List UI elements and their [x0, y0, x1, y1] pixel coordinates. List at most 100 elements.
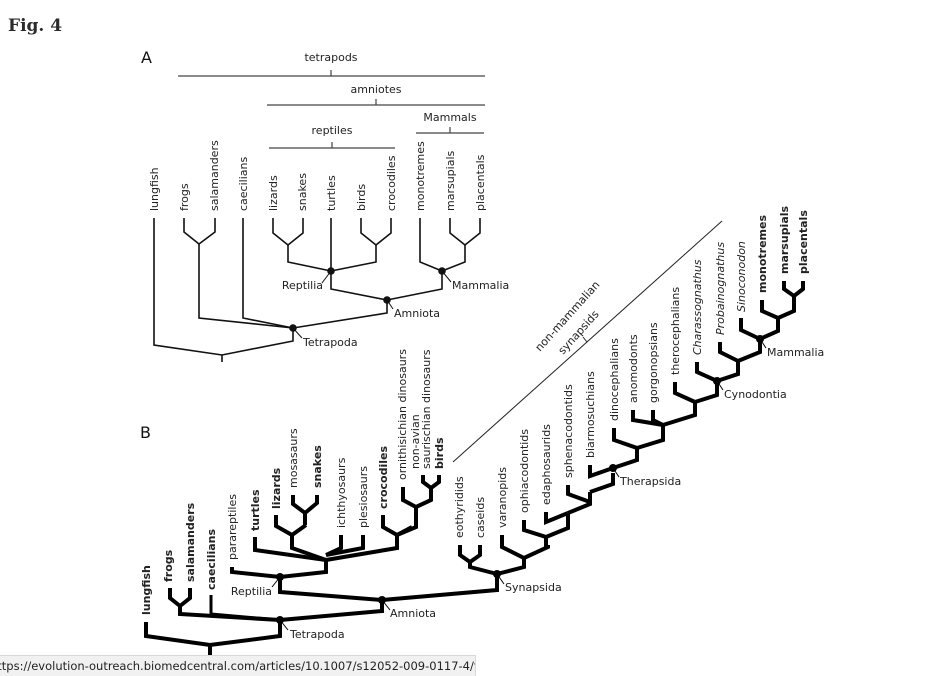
taxon-label-b: biarmosuchians — [584, 371, 597, 458]
taxon-label-b: snakes — [311, 445, 324, 488]
edge-frogs-salamanders-b — [168, 588, 192, 609]
taxon-label-b: caecilians — [205, 529, 218, 590]
edge-sphenacodontia-b — [567, 492, 592, 515]
bracket-tetrapods-label: tetrapods — [304, 51, 357, 64]
taxon-label-b: Sinoconodon — [735, 241, 748, 312]
edge-reptilia — [330, 271, 388, 301]
node-therapsida-b-leader — [612, 467, 620, 478]
edge-marsupials-placentals-b — [782, 281, 805, 299]
edge-caecilians — [242, 218, 294, 329]
edge-ophiacodontids-b — [522, 520, 548, 547]
taxon-label-a: frogs — [178, 183, 191, 211]
node-mammalia-b-label: Mammalia — [767, 346, 824, 359]
bracket-mammals-label: Mammals — [423, 111, 476, 124]
taxon-label-b: frogs — [162, 549, 175, 582]
taxon-label-b: lungfish — [140, 565, 153, 615]
node-cynodontia-b-leader — [716, 380, 724, 391]
edge-sinoconodon-b — [739, 318, 761, 341]
node-reptilia-b-label: Reptilia — [231, 585, 272, 598]
node-tetrapoda-label: Tetrapoda — [302, 336, 358, 349]
taxon-label-a: lizards — [267, 175, 280, 211]
taxon-label-a: birds — [355, 184, 368, 211]
edge-batrachia — [198, 244, 294, 329]
taxon-label-b: lizards — [270, 467, 283, 509]
edge-saurischians-birds-b — [421, 475, 441, 491]
edge-biarmosuchians-b — [588, 465, 614, 479]
taxon-label-b: varanopids — [496, 467, 509, 528]
bracket-non-mammalian-synapsids-line — [452, 220, 723, 463]
node-tetrapoda-b-leader — [279, 619, 289, 631]
node-therapsida-b-label: Therapsida — [619, 475, 681, 488]
edge-dinosauria-b — [396, 488, 433, 537]
bracket-amniotes-label: amniotes — [350, 83, 401, 96]
panel-a-label: A — [141, 48, 152, 67]
taxon-label-a: lungfish — [148, 167, 161, 211]
edge-eupelycosauria-b — [496, 558, 526, 576]
edge-squamata — [287, 245, 332, 272]
node-amniota-leader — [386, 299, 394, 310]
edge-gorgonopsians-b — [651, 410, 664, 427]
taxon-label-b: Charassognathus — [691, 259, 704, 355]
edge-caecilians-b — [209, 595, 281, 622]
edge-monotremes-b — [760, 300, 779, 320]
edge-archosauria-b — [325, 535, 399, 562]
node-mammalia-b-leader — [759, 338, 767, 349]
taxon-label-b: edaphosaurids — [540, 424, 553, 505]
edge-eutherapsida-b — [612, 448, 639, 470]
taxon-label-b: placentals — [797, 210, 810, 274]
node-synapsida-b-leader — [496, 573, 505, 585]
edge-birds-crocodiles — [360, 218, 392, 247]
edge-marsupials-placentals — [449, 218, 481, 247]
taxon-label-b: parareptiles — [226, 494, 239, 560]
node-mammalia-label: Mammalia — [452, 279, 509, 292]
edge-theriodontia-b — [662, 402, 697, 427]
taxon-label-a: crocodiles — [385, 155, 398, 211]
edge-edaphosaurids-b — [544, 511, 569, 525]
node-amniota-b-leader — [381, 599, 391, 611]
node-synapsida-b-label: Synapsida — [505, 581, 562, 594]
taxon-label-b: gorgonopsians — [647, 322, 660, 403]
figure-title: Fig. 4 — [8, 16, 63, 36]
edge-lizards-snakes — [272, 218, 304, 247]
edge-therapsida-stem-b — [589, 473, 615, 494]
taxon-label-b: non-avian — [409, 414, 422, 469]
edge-probainognathia-b — [716, 361, 740, 383]
edge-mammalia — [386, 271, 443, 301]
edge-amniota-b — [279, 600, 384, 622]
edge-turtles-b — [253, 537, 327, 562]
edge-plesiosaurs-b — [325, 535, 365, 557]
node-reptilia-b-leader — [271, 576, 281, 588]
edge-sphenacomorpha-b — [545, 513, 570, 539]
panel-b-label: B — [140, 423, 151, 442]
edge-synapsida-stem-b — [381, 574, 499, 602]
taxon-label-b: monotremes — [756, 215, 769, 293]
edge-mosasaurs-snakes-b — [291, 495, 319, 516]
browser-status-bar: https://evolution-outreach.biomedcentral… — [0, 655, 476, 676]
edge-frogs-salamanders — [183, 218, 216, 246]
taxon-label-a: marsupials — [444, 150, 457, 211]
status-url: https://evolution-outreach.biomedcentral… — [0, 659, 475, 673]
taxon-label-b: Probainognathus — [714, 242, 727, 335]
edge-theria — [441, 245, 466, 272]
taxon-label-b: anomodonts — [627, 334, 640, 403]
taxon-label-b: eothyridids — [453, 476, 466, 538]
edge-lungfish — [153, 218, 294, 356]
edge-charassognathus-b — [695, 362, 718, 383]
edge-lizards-b — [274, 515, 308, 538]
taxon-label-b: ophiacodontids — [518, 429, 531, 513]
edge-archosauria — [330, 245, 377, 272]
taxon-label-b: turtles — [249, 489, 262, 531]
edge-caseasauria-b — [468, 562, 498, 576]
taxon-label-a: salamanders — [208, 140, 221, 211]
edge-probainognathus-b — [718, 342, 739, 363]
taxon-label-b: dinocephalians — [608, 338, 621, 421]
taxon-label-a: snakes — [296, 173, 309, 211]
node-reptilia-label: Reptilia — [282, 279, 323, 292]
edge-eothyridids-caseids-b — [458, 545, 482, 565]
taxon-label-b: sphenacodontids — [562, 384, 575, 478]
edge-therocephalians-b — [673, 382, 696, 404]
edge-varanopids-b — [500, 535, 550, 561]
node-reptilia-leader — [321, 270, 332, 284]
edge-lungfish-b — [144, 620, 282, 648]
